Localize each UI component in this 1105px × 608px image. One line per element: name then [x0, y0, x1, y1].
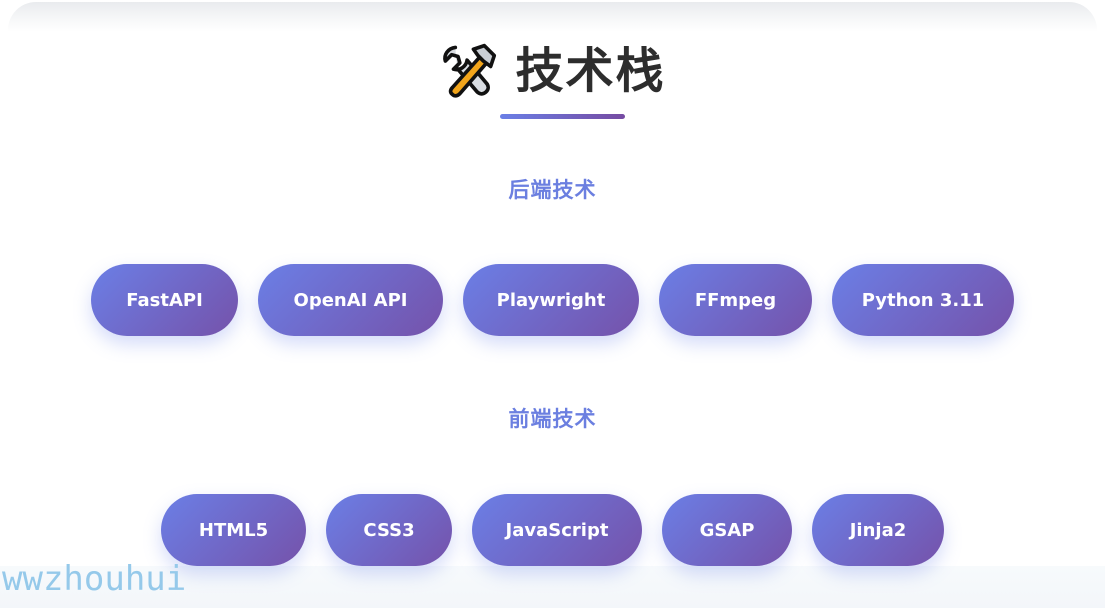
tech-chip-gsap: GSAP: [662, 494, 792, 566]
tech-chip-openai-api: OpenAI API: [258, 264, 443, 336]
tech-chip-python: Python 3.11: [832, 264, 1014, 336]
backend-tech-list: FastAPI OpenAI API Playwright FFmpeg Pyt…: [0, 264, 1105, 336]
hammer-and-wrench-icon: [443, 43, 497, 98]
page-header: 技术栈: [0, 38, 1105, 104]
tech-chip-html5: HTML5: [161, 494, 306, 566]
frontend-tech-list: HTML5 CSS3 JavaScript GSAP Jinja2: [0, 494, 1105, 566]
backend-section-title: 后端技术: [508, 178, 597, 202]
tech-chip-jinja2: Jinja2: [812, 494, 944, 566]
title-underline: [500, 114, 625, 119]
tech-chip-fastapi: FastAPI: [91, 264, 238, 336]
top-card-shadow: [8, 2, 1097, 32]
tech-chip-ffmpeg: FFmpeg: [659, 264, 812, 336]
tech-chip-playwright: Playwright: [463, 264, 639, 336]
watermark: wwzhouhui: [2, 559, 187, 599]
page-title: 技术栈: [515, 43, 666, 99]
tech-chip-css3: CSS3: [326, 494, 452, 566]
tech-chip-javascript: JavaScript: [472, 494, 642, 566]
frontend-section-title: 前端技术: [508, 407, 597, 431]
bottom-card-shadow: [0, 566, 1105, 608]
